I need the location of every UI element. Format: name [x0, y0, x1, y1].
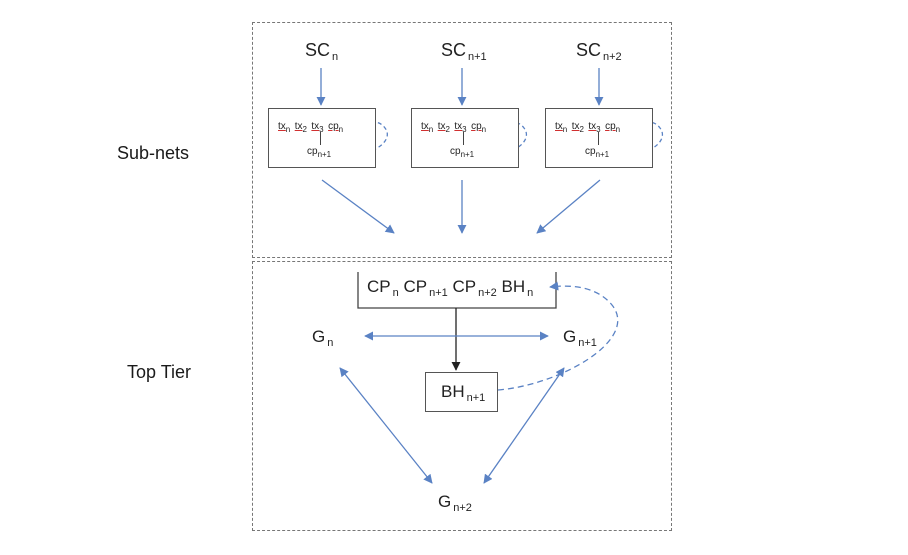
subnet-2-tx-row: txn tx2 tx3 cpn	[421, 121, 487, 134]
subnet-3-cp: cpn+1	[585, 146, 610, 159]
gn1-gn2-arrow	[483, 367, 565, 484]
subnet-3-down-arrow	[536, 179, 601, 234]
subnets-tier-label: Sub-nets	[117, 143, 190, 163]
subnet-box-3	[545, 108, 653, 168]
subnet-box-1	[268, 108, 376, 168]
subnet-box-2	[411, 108, 519, 168]
subnet-1-cp: cpn+1	[307, 146, 332, 159]
subnet-2-cp: cpn+1	[450, 146, 475, 159]
subnet-3-stem	[598, 132, 599, 145]
bh-n1-box	[425, 372, 498, 412]
subnet-1-down-arrow	[321, 179, 395, 234]
bh-feedback-loop	[497, 281, 619, 391]
top-tier-label: Top Tier	[127, 362, 192, 382]
subnet-3-tx-row: txn tx2 tx3 cpn	[555, 121, 621, 134]
subnet-1-tx-row: txn tx2 tx3 cpn	[278, 121, 344, 134]
subnet-2-stem	[463, 132, 464, 145]
gn-gn2-arrow	[339, 367, 433, 484]
subnets-region	[252, 22, 672, 258]
subnet-1-stem	[320, 132, 321, 145]
top-tier-region	[252, 261, 672, 531]
